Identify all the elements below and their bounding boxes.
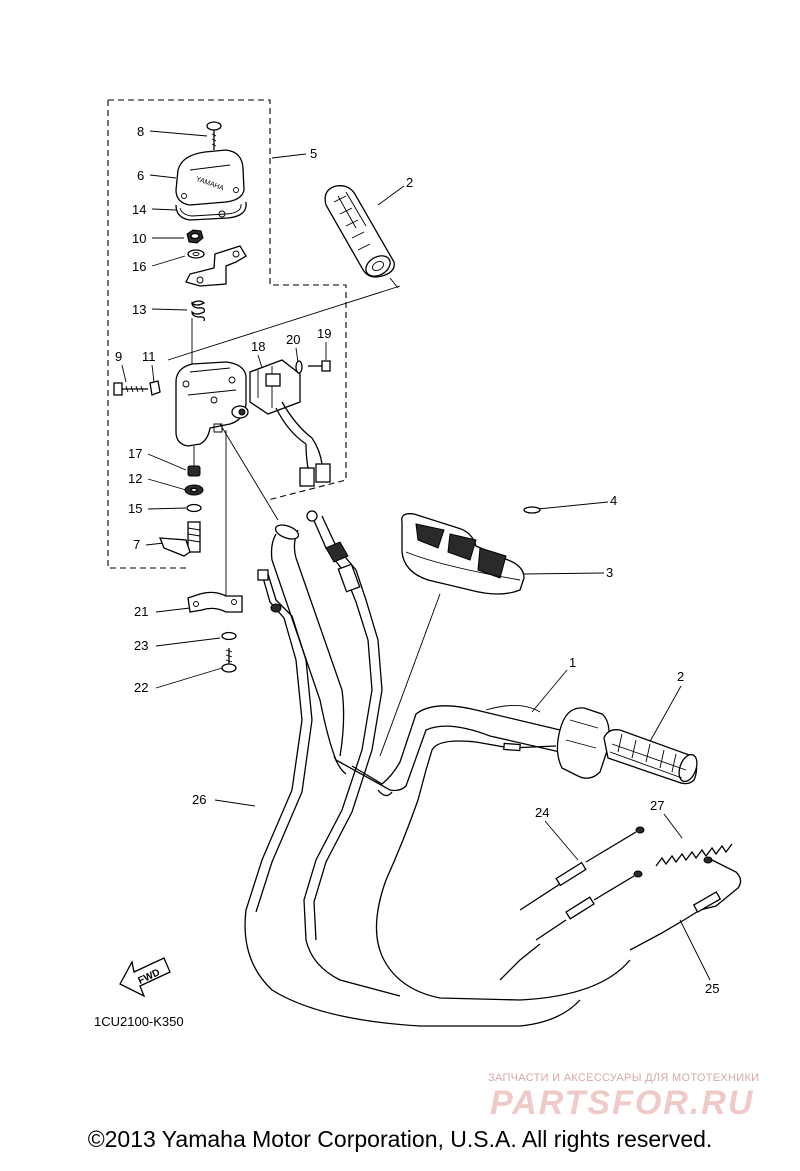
callout-9: 9 <box>115 349 127 383</box>
washer-16 <box>187 249 205 259</box>
callout-25: 25 <box>679 919 719 996</box>
cable-24 <box>499 826 645 981</box>
callout-2-lower: 2 <box>647 669 684 746</box>
svg-text:25: 25 <box>705 981 719 996</box>
callout-16: 16 <box>132 255 186 274</box>
svg-text:15: 15 <box>128 501 142 516</box>
callout-17: 17 <box>128 446 187 471</box>
svg-text:20: 20 <box>286 332 300 347</box>
bolt-9 <box>113 382 148 396</box>
handlebar-pad-3 <box>401 513 525 595</box>
svg-text:10: 10 <box>132 231 146 246</box>
cable-25 <box>629 856 742 951</box>
svg-text:12: 12 <box>128 471 142 486</box>
callout-12: 12 <box>128 471 187 491</box>
callout-18: 18 <box>251 339 265 369</box>
spacer-17 <box>187 465 201 477</box>
watermark-logo: PARTSFOR.RU <box>490 1084 755 1122</box>
grip-upper <box>324 185 395 278</box>
svg-text:17: 17 <box>128 446 142 461</box>
callout-8: 8 <box>137 124 208 139</box>
callout-22: 22 <box>134 667 223 695</box>
svg-text:13: 13 <box>132 302 146 317</box>
svg-text:7: 7 <box>133 537 140 552</box>
svg-text:22: 22 <box>134 680 148 695</box>
callout-11: 11 <box>142 349 156 383</box>
oring-15 <box>186 503 202 513</box>
callout-2-upper: 2 <box>377 175 413 206</box>
washer-23 <box>221 631 237 641</box>
svg-text:14: 14 <box>132 202 146 217</box>
svg-text:8: 8 <box>137 124 144 139</box>
lever-7 <box>159 521 201 557</box>
svg-text:19: 19 <box>317 326 331 341</box>
callout-23: 23 <box>134 637 221 653</box>
cable-26 <box>244 569 581 1027</box>
handlebar-1 <box>270 524 561 797</box>
watermark-tagline: ЗАПЧАСТИ И АКСЕССУАРЫ ДЛЯ МОТОТЕХНИКИ <box>488 1072 760 1084</box>
svg-text:27: 27 <box>650 798 664 813</box>
washer-12 <box>184 484 204 496</box>
fwd-arrow-icon: FWD <box>119 957 171 998</box>
svg-text:23: 23 <box>134 638 148 653</box>
callout-14: 14 <box>132 202 177 217</box>
callout-20: 20 <box>286 332 300 363</box>
svg-text:24: 24 <box>535 805 549 820</box>
svg-text:2: 2 <box>677 669 684 684</box>
callout-7: 7 <box>133 537 165 552</box>
gasket-14 <box>175 201 247 221</box>
callout-3: 3 <box>521 565 613 580</box>
cable-adjuster-upper <box>306 510 361 593</box>
assembly-outline <box>107 99 347 569</box>
callout-13: 13 <box>132 302 188 317</box>
svg-text:4: 4 <box>610 493 617 508</box>
washer-20 <box>295 360 303 374</box>
svg-text:18: 18 <box>251 339 265 354</box>
clamp-21 <box>187 591 243 613</box>
svg-text:21: 21 <box>134 604 148 619</box>
callout-19: 19 <box>317 326 331 360</box>
svg-text:1: 1 <box>569 655 576 670</box>
svg-text:16: 16 <box>132 259 146 274</box>
callout-10: 10 <box>132 231 184 246</box>
throttle-housing <box>556 707 610 779</box>
svg-text:26: 26 <box>192 792 206 807</box>
grip-lower <box>603 729 698 785</box>
nut-11 <box>149 380 161 396</box>
callout-27: 27 <box>650 798 683 839</box>
spring-27 <box>655 843 733 867</box>
bolt-22 <box>221 648 237 673</box>
diagram-code: 1CU2100-K350 <box>94 1014 184 1029</box>
svg-text:6: 6 <box>137 168 144 183</box>
callout-21: 21 <box>134 604 191 619</box>
switch-18 <box>249 359 331 487</box>
copyright-notice: ©2013 Yamaha Motor Corporation, U.S.A. A… <box>87 1126 713 1152</box>
cover-6: YAMAHA <box>175 149 245 206</box>
callout-5: 5 <box>271 146 317 161</box>
callout-4: 4 <box>537 493 617 510</box>
callout-26: 26 <box>192 792 256 807</box>
svg-text:3: 3 <box>606 565 613 580</box>
nut-10 <box>186 229 204 244</box>
pad-plug-4 <box>523 506 541 514</box>
bracket-plate <box>185 245 247 287</box>
screw-19 <box>308 360 331 372</box>
svg-text:2: 2 <box>406 175 413 190</box>
svg-text:5: 5 <box>310 146 317 161</box>
callout-15: 15 <box>128 501 187 516</box>
svg-text:11: 11 <box>142 349 156 364</box>
callout-6: 6 <box>137 168 177 183</box>
screw-8 <box>206 121 222 150</box>
switch-housing <box>175 361 249 447</box>
callout-1: 1 <box>531 655 576 713</box>
svg-text:9: 9 <box>115 349 122 364</box>
callout-24: 24 <box>535 805 579 861</box>
